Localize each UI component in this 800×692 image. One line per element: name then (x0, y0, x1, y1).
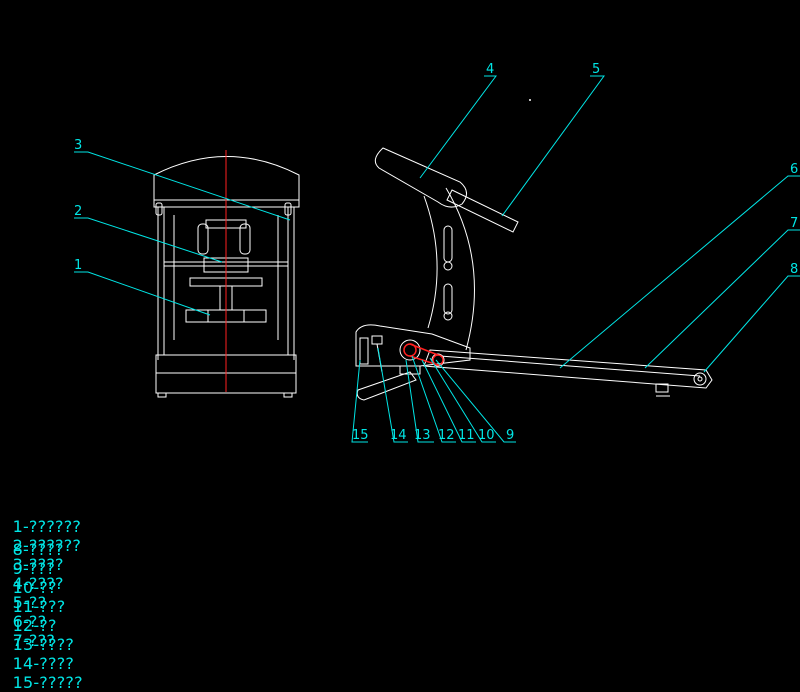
callout-5: 5 (592, 62, 600, 77)
callout-4: 4 (486, 62, 494, 77)
callout-12: 12 (438, 428, 455, 443)
callout-3: 3 (74, 138, 82, 153)
callout-1: 1 (74, 258, 82, 273)
legend-item: 15-????? (12, 673, 83, 692)
callout-6: 6 (790, 162, 798, 177)
legend-item: 2-?????? (12, 536, 82, 555)
callout-numbers: 1 2 3 4 5 6 7 8 9 10 11 12 13 14 15 (74, 62, 798, 443)
legend-item: 13-???? (12, 635, 75, 654)
leader-lines (74, 75, 800, 443)
legend-item: 4-???? (12, 574, 64, 593)
callout-7: 7 (790, 216, 798, 231)
side-view (355, 147, 713, 401)
machine-drawing: 1 2 3 4 5 6 7 8 9 10 11 12 13 14 15 (74, 62, 800, 443)
legend-item: 3-???? (12, 555, 64, 574)
legend-item: 12-?? (12, 616, 57, 635)
callout-13: 13 (414, 428, 431, 443)
callout-10: 10 (478, 428, 495, 443)
callout-11: 11 (458, 428, 475, 443)
legend-item: 1-?????? (12, 517, 82, 536)
legend-item: 10-?? (12, 578, 57, 597)
callout-8: 8 (790, 262, 798, 277)
callout-9: 9 (506, 428, 514, 443)
legend-item: 14-???? (12, 654, 75, 673)
callout-15: 15 (352, 428, 369, 443)
parts-legend-row-2: 8-???? 9-??? 10-?? 11-??? 12-?? 13-???? … (2, 521, 105, 692)
stray-point (529, 99, 531, 101)
legend-item: 9-??? (12, 559, 56, 578)
callout-2: 2 (74, 204, 82, 219)
legend-item: 8-???? (12, 540, 64, 559)
callout-14: 14 (390, 428, 407, 443)
